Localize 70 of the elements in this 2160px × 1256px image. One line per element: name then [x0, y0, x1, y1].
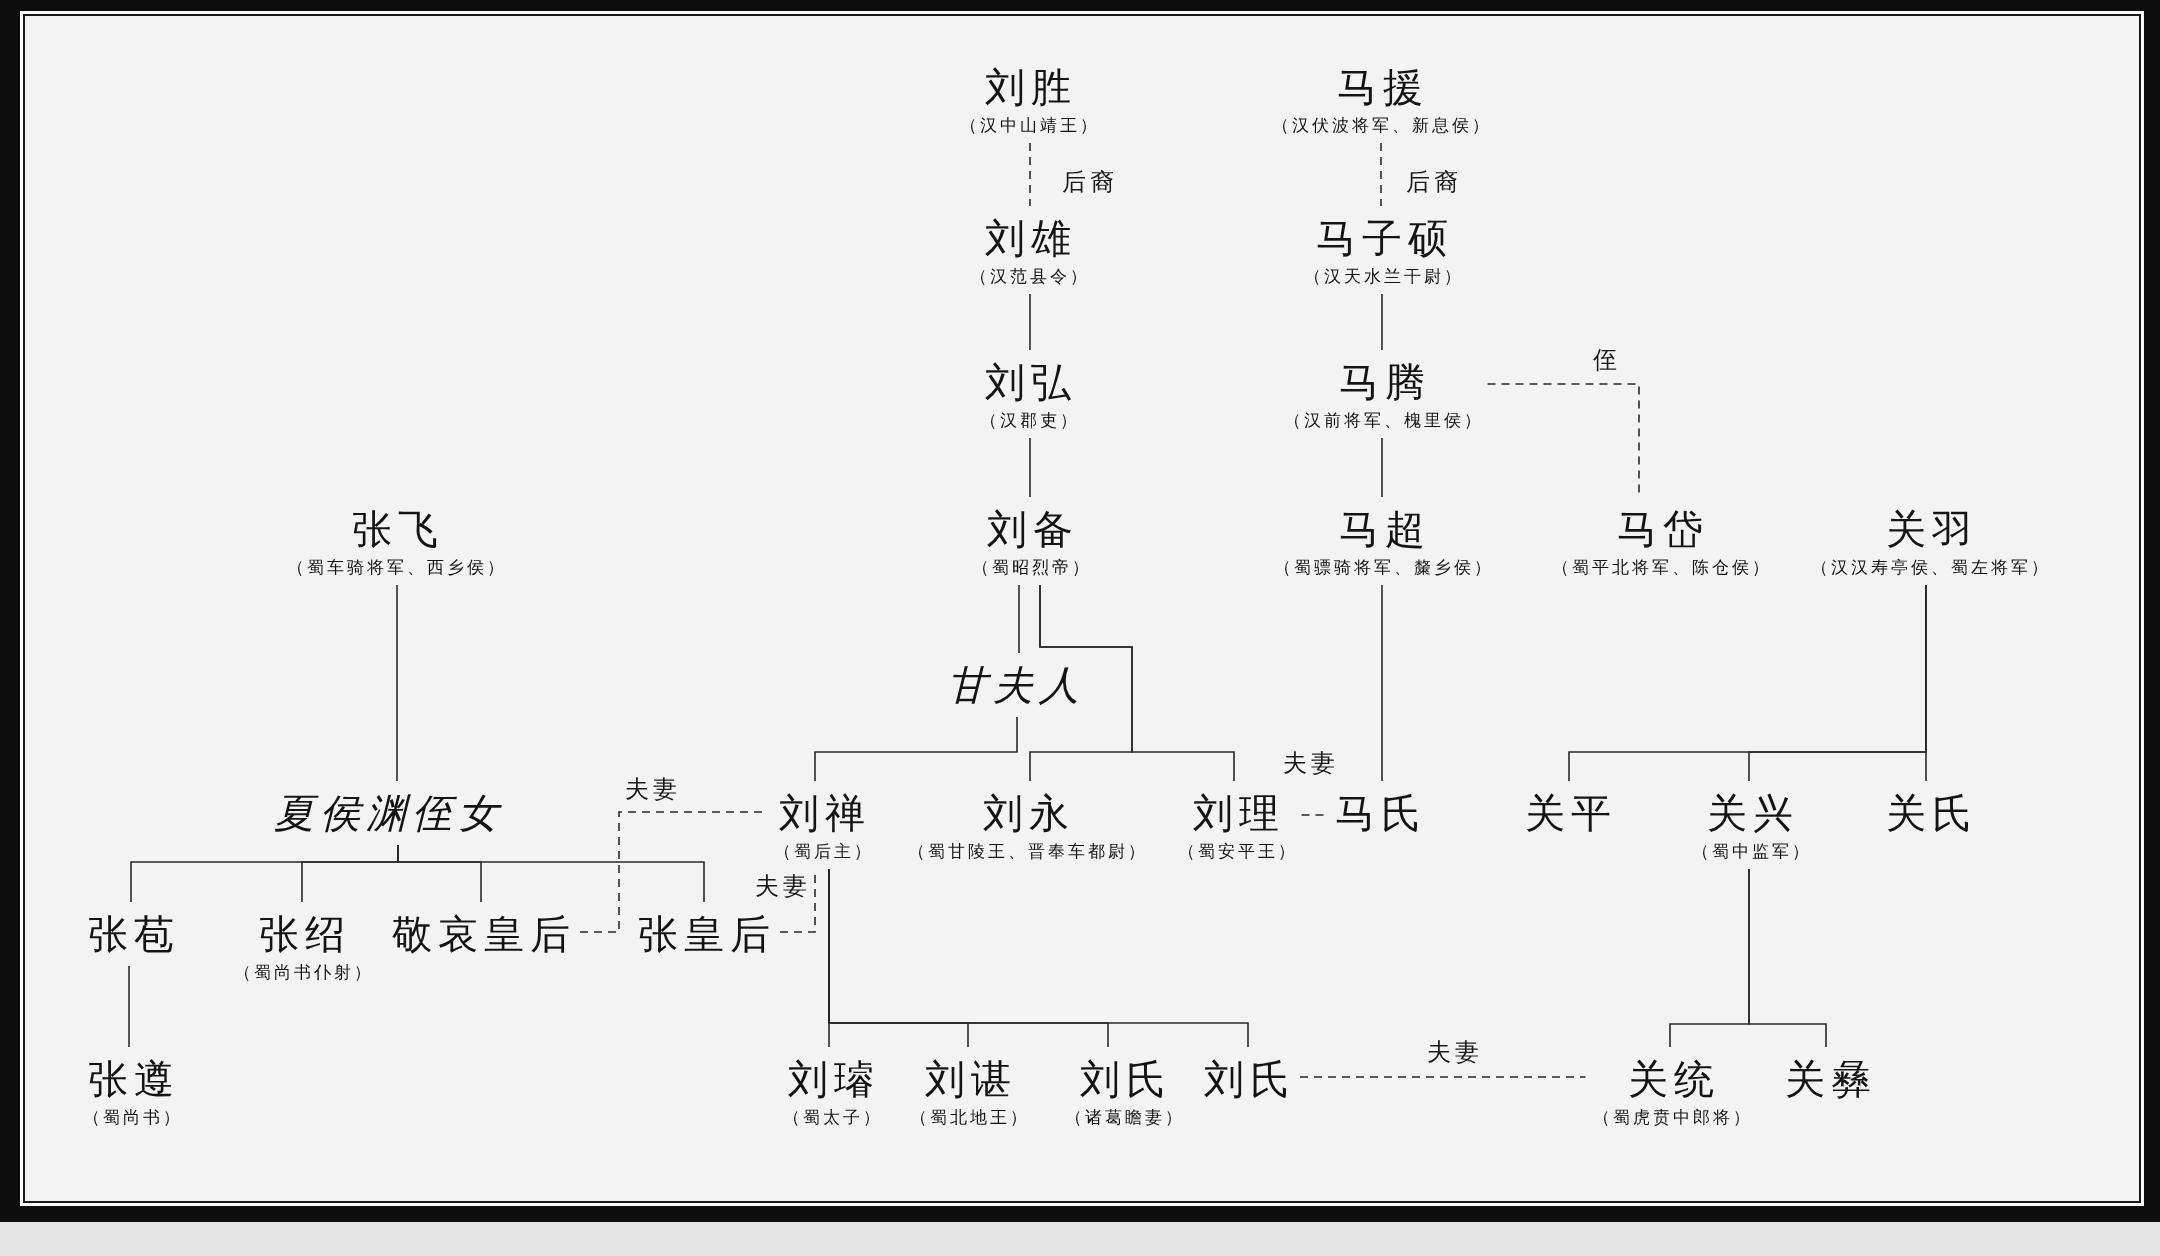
- title-note: （蜀平北将军、陈仓侯）: [1550, 556, 1772, 579]
- title-note: （蜀虎贲中郎将）: [1591, 1106, 1753, 1129]
- person-name: 关氏: [1885, 789, 1978, 838]
- title-note: （汉天水兰干尉）: [1302, 265, 1464, 288]
- person-name: 刘永: [982, 789, 1075, 838]
- person-name: 马子硕: [1315, 214, 1454, 263]
- connector-line: [1748, 868, 1827, 1048]
- title-note: （蜀骠骑将军、斄乡侯）: [1272, 556, 1494, 579]
- person-name: 张苞: [87, 910, 180, 959]
- connector-line: [396, 584, 398, 782]
- title-note: （蜀车骑将军、西乡侯）: [285, 556, 507, 579]
- title-note: （诸葛瞻妻）: [1063, 1106, 1185, 1129]
- connector-line: [1381, 584, 1383, 782]
- person-name: 刘璿: [787, 1055, 880, 1104]
- title-note: （汉汉寿亭侯、蜀左将军）: [1809, 556, 2051, 579]
- title-note: （蜀尚书仆射）: [232, 961, 374, 984]
- person-name: 刘弘: [984, 358, 1077, 407]
- person-name: 刘禅: [778, 789, 871, 838]
- title-note: （蜀甘陵王、晋奉车都尉）: [906, 840, 1148, 863]
- title-note: （汉伏波将军、新息侯）: [1270, 114, 1492, 137]
- title-note: （蜀后主）: [772, 840, 874, 863]
- person-name: 刘氏: [1079, 1055, 1172, 1104]
- person-name: 刘氏: [1203, 1055, 1296, 1104]
- person-name: 敬哀皇后: [391, 910, 576, 959]
- title-note: （蜀昭烈帝）: [970, 556, 1092, 579]
- person-name: 刘理: [1192, 789, 1285, 838]
- title-note: （蜀中监军）: [1690, 840, 1812, 863]
- person-name: 张绍: [258, 910, 351, 959]
- person-name: 夏侯渊侄女: [273, 789, 504, 838]
- person-name: 张皇后: [637, 910, 776, 959]
- dashed-connector-line: [1380, 142, 1382, 207]
- person-name: 甘夫人: [946, 661, 1085, 710]
- person-name: 张飞: [351, 505, 444, 554]
- person-name: 刘胜: [984, 63, 1077, 112]
- person-name: 关兴: [1706, 789, 1799, 838]
- person-name: 张遵: [87, 1055, 180, 1104]
- dashed-connector-line: [1299, 1076, 1587, 1078]
- connector-line: [828, 868, 1249, 1048]
- person-name: 关统: [1627, 1055, 1720, 1104]
- title-note: （汉范县令）: [968, 265, 1090, 288]
- title-note: （汉前将军、槐里侯）: [1282, 409, 1484, 432]
- person-name: 关平: [1524, 789, 1617, 838]
- title-note: （蜀安平王）: [1176, 840, 1298, 863]
- dashed-connector-line: [1029, 142, 1031, 207]
- connector-line: [1029, 293, 1031, 351]
- title-note: （蜀北地王）: [908, 1106, 1030, 1129]
- title-note: （汉郡吏）: [978, 409, 1080, 432]
- person-name: 马氏: [1334, 789, 1427, 838]
- connector-line: [1029, 437, 1031, 498]
- connector-line: [1381, 293, 1383, 351]
- connector-line: [1018, 584, 1020, 654]
- connector-line: [814, 716, 1018, 782]
- title-note: （蜀尚书）: [81, 1106, 183, 1129]
- person-name: 刘谌: [924, 1055, 1017, 1104]
- person-name: 马岱: [1616, 505, 1709, 554]
- connector-line: [1039, 584, 1235, 782]
- title-note: （蜀太子）: [781, 1106, 883, 1129]
- dashed-connector-line: [1300, 814, 1326, 816]
- person-name: 关彝: [1784, 1055, 1877, 1104]
- person-name: 马超: [1338, 505, 1431, 554]
- person-name: 刘备: [986, 505, 1079, 554]
- connector-line: [1381, 437, 1383, 498]
- person-name: 刘雄: [984, 214, 1077, 263]
- connector-line: [397, 844, 705, 903]
- person-name: 马腾: [1338, 358, 1431, 407]
- connector-line: [128, 965, 130, 1048]
- title-note: （汉中山靖王）: [958, 114, 1100, 137]
- connector-line: [1925, 584, 1927, 782]
- person-name: 马援: [1336, 63, 1429, 112]
- person-name: 关羽: [1885, 505, 1978, 554]
